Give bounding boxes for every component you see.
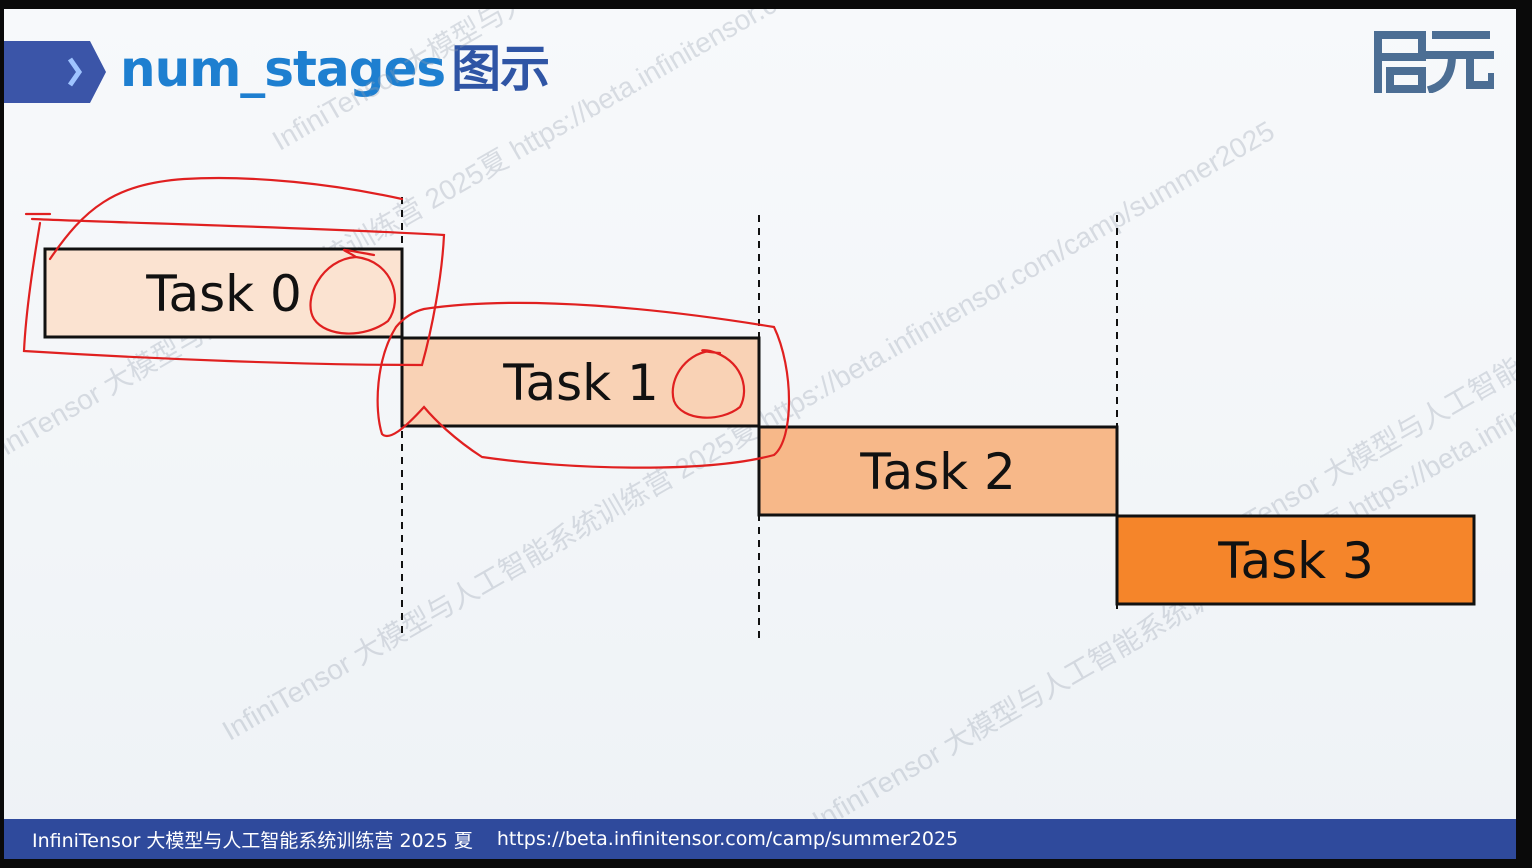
footer-bar: InfiniTensor 大模型与人工智能系统训练营 2025 夏 https:… <box>4 819 1516 859</box>
annotation-stroke <box>48 176 404 261</box>
task-box <box>43 247 404 339</box>
task-box <box>757 425 1119 517</box>
footer-camp-text: InfiniTensor 大模型与人工智能系统训练营 2025 夏 <box>32 829 473 852</box>
annotation-stroke <box>376 301 791 469</box>
task-label: Task 3 <box>1217 532 1374 590</box>
footer-url[interactable]: https://beta.infinitensor.com/camp/summe… <box>496 828 959 850</box>
header-chevron-bar <box>4 41 106 103</box>
task-block-1: Task 1 <box>400 336 761 428</box>
task-block-0: Task 0 <box>43 247 404 339</box>
task-label: Task 2 <box>859 443 1016 501</box>
annotation-circle <box>309 248 397 335</box>
pipeline-diagram: Task 0 Task 1 Task 2 Task 3 <box>22 176 1476 639</box>
task-label: Task 1 <box>502 354 659 412</box>
task-box <box>1115 514 1476 606</box>
slide-title-main: num_stages <box>120 40 446 98</box>
task-block-3: Task 3 <box>1115 514 1476 606</box>
pen-annotation <box>22 176 791 469</box>
slide-title-suffix: 图示 <box>451 40 550 98</box>
chevron-right-icon <box>67 57 83 87</box>
brand-logo <box>1374 31 1494 93</box>
task-label: Task 0 <box>145 265 302 323</box>
task-block-2: Task 2 <box>757 425 1119 517</box>
annotation-stroke <box>22 217 446 367</box>
annotation-circle <box>671 349 746 419</box>
